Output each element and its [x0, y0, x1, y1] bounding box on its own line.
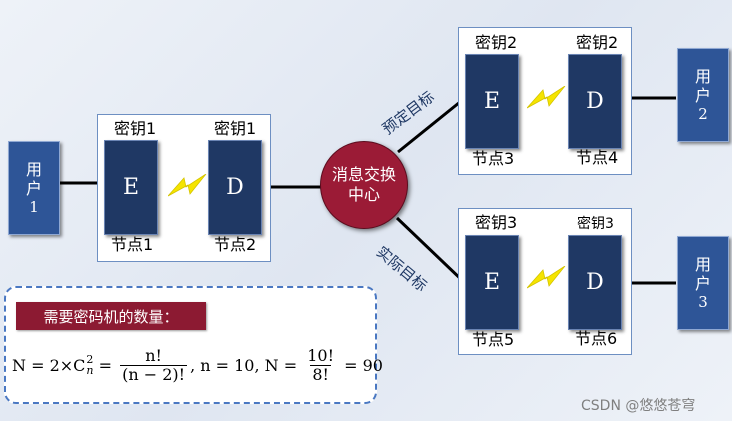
watermark: CSDN @悠悠苍穹: [581, 398, 696, 414]
formula-title: 需要密码机的数量：: [16, 302, 206, 330]
encryptor-node3: E: [465, 54, 519, 149]
formula-equals: =: [93, 355, 118, 375]
user-2-number: 2: [698, 104, 708, 123]
formula-fraction-1: n! (n − 2)!: [120, 345, 188, 384]
decryptor-node2: D: [208, 140, 262, 235]
lightning-bolt-icon: [168, 174, 207, 197]
hub-label-line2: 中心: [347, 185, 380, 204]
group-1-node-left: 节点1: [111, 235, 154, 254]
formula-fraction-1-numerator: n!: [145, 345, 162, 365]
user-3: 用 户 3: [677, 236, 729, 330]
group-1-node-right: 节点2: [214, 235, 257, 254]
user-2-label-top: 用: [694, 66, 711, 86]
message-exchange-center: 消息交换 中心: [320, 141, 408, 229]
encryptor-node1-label: E: [122, 175, 140, 200]
lightning-bolt-icon: [527, 266, 566, 289]
user-1-label-bottom: 户: [25, 178, 42, 198]
formula-fraction-2-numerator: 10!: [307, 345, 335, 365]
user-1-label-top: 用: [25, 159, 42, 179]
encryptor-node3-label: E: [483, 89, 501, 114]
link-hub-node3: [397, 96, 466, 154]
group-2-key-left: 密钥2: [475, 33, 518, 52]
group-2-node-left: 节点3: [472, 149, 515, 168]
formula-fraction-2: 10! 8!: [305, 345, 336, 384]
hub-label-line1: 消息交换: [331, 165, 396, 184]
group-3-node-right: 节点6: [575, 329, 618, 348]
decryptor-node4-label: D: [586, 89, 604, 114]
formula-fraction-1-denominator: (n − 2)!: [120, 364, 188, 384]
group-3-key-left: 密钥3: [475, 213, 518, 232]
user-1-number: 1: [29, 197, 39, 216]
link-hub-node5: [395, 216, 467, 285]
decryptor-node6: D: [568, 235, 622, 330]
user-2: 用 户 2: [677, 48, 729, 142]
encryptor-node5-label: E: [483, 270, 501, 295]
group-3-key-right: 密钥3: [577, 216, 614, 232]
group-2-key-right: 密钥2: [576, 33, 619, 52]
decryptor-node6-label: D: [586, 270, 604, 295]
encryptor-node5: E: [465, 235, 519, 330]
user-3-number: 3: [698, 292, 708, 311]
decryptor-node2-label: D: [226, 175, 244, 200]
formula: N = 2×C 2 n = n! (n − 2)! , n = 10, N = …: [12, 340, 383, 390]
lightning-bolt-icon: [527, 86, 566, 109]
formula-result: = 90: [339, 355, 383, 375]
formula-fraction-2-denominator: 8!: [310, 364, 331, 384]
encryptor-node1: E: [104, 140, 158, 235]
group-1-key-left: 密钥1: [114, 119, 157, 138]
user-3-label-bottom: 户: [694, 273, 711, 293]
user-3-label-top: 用: [694, 254, 711, 274]
decryptor-node4: D: [568, 54, 622, 149]
group-2-node-right: 节点4: [576, 148, 619, 167]
user-1: 用 户 1: [8, 141, 60, 235]
group-1-key-right: 密钥1: [214, 119, 257, 138]
user-2-label-bottom: 户: [694, 85, 711, 105]
formula-lhs: N = 2×C: [12, 355, 86, 375]
group-3-node-left: 节点5: [472, 330, 515, 349]
formula-c-superscript: 2: [86, 353, 94, 366]
formula-middle: , n = 10, N =: [190, 355, 303, 375]
formula-c-subscript: n: [86, 364, 94, 377]
